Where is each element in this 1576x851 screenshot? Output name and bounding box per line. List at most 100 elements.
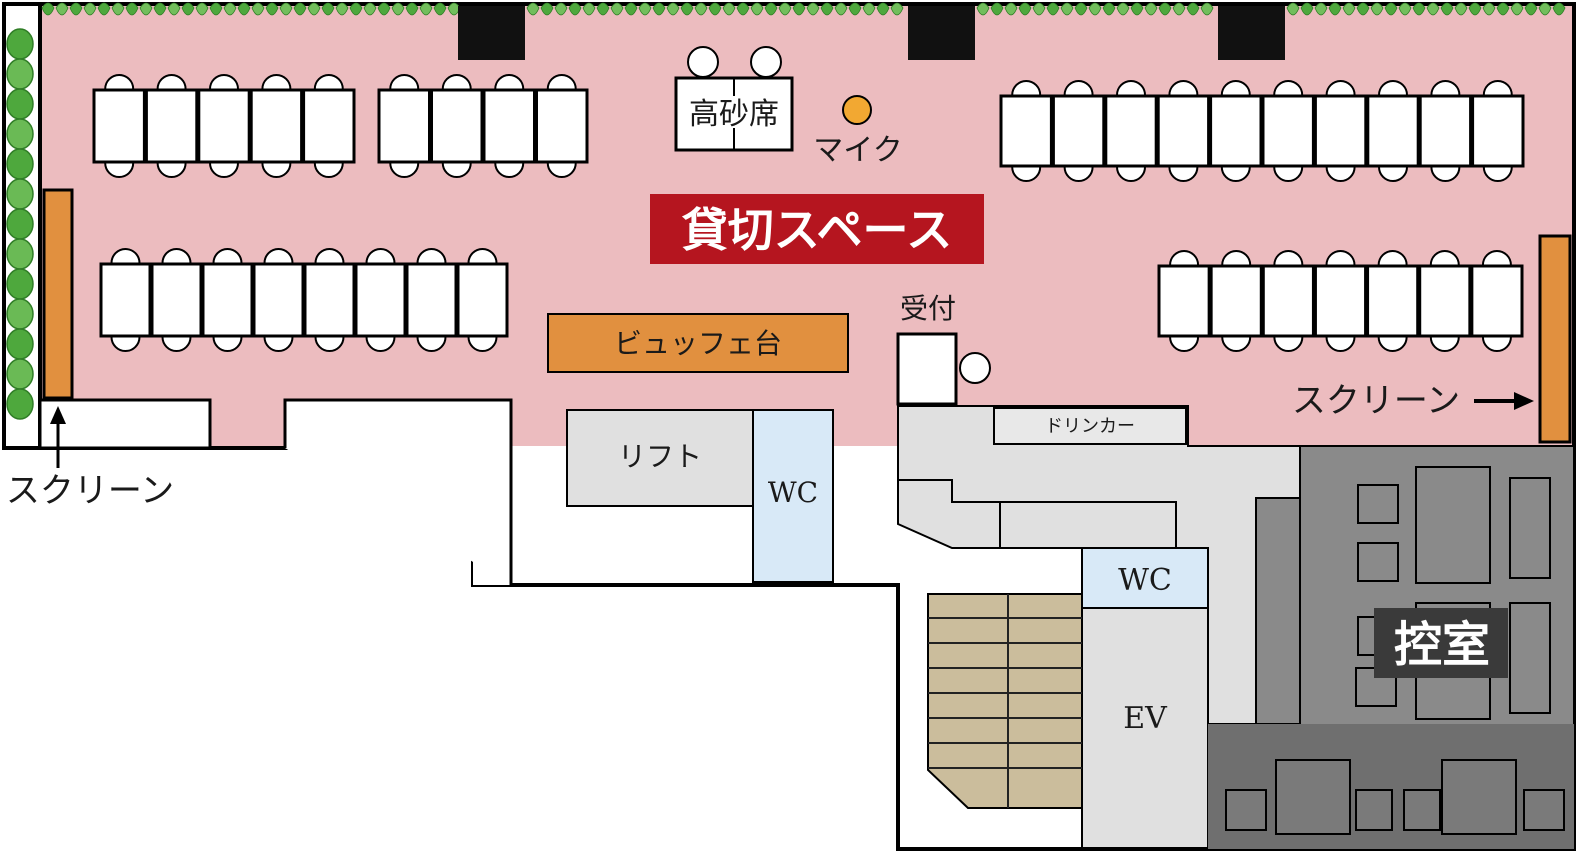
table-segment [1366, 264, 1420, 338]
rental-space-banner [650, 194, 984, 264]
hedge-leaf [1074, 2, 1088, 16]
hedge-leaf [111, 2, 125, 16]
hedge-leaf [834, 2, 848, 16]
hedge-leaf [1328, 2, 1342, 16]
hedge-leaf [652, 2, 666, 16]
rental-space-title: 貸切スペース [682, 203, 952, 257]
hedge-leaf [125, 2, 139, 16]
hedge-leaf [806, 2, 820, 16]
hedge-leaf [335, 2, 349, 16]
hedge-leaf [1300, 2, 1314, 16]
table-segment [1156, 94, 1211, 168]
table-segment [1261, 264, 1315, 338]
hedge-leaf [167, 2, 181, 16]
mic-icon [842, 95, 872, 125]
hedge-bush [6, 358, 34, 390]
pillar [908, 6, 975, 60]
hedge-leaf [1482, 2, 1496, 16]
hedge-leaf [405, 2, 419, 16]
waiting-room: 控室 [1207, 445, 1575, 850]
arrow-up-icon [50, 406, 66, 424]
hedge-leaf [526, 2, 540, 16]
hedge-leaf [1440, 2, 1454, 16]
hedge-leaf [1524, 2, 1538, 16]
hedge-leaf [1496, 2, 1510, 16]
hedge-leaf [391, 2, 405, 16]
head-table-label: 高砂席 [689, 97, 779, 132]
table-segment [1157, 264, 1211, 338]
hedge-leaf [195, 2, 209, 16]
table-segment [456, 262, 509, 338]
hedge-leaf [293, 2, 307, 16]
hedge-leaf [708, 2, 722, 16]
table-segment [302, 88, 356, 164]
hedge-leaf [307, 2, 321, 16]
table-segment [99, 262, 152, 338]
hedge-leaf [1102, 2, 1116, 16]
table-segment [1313, 94, 1368, 168]
hedge-bush [6, 58, 34, 90]
hedge-bush [6, 298, 34, 330]
table-segment [1051, 94, 1106, 168]
seat [750, 46, 782, 78]
hedge-leaf [1116, 2, 1130, 16]
hedge-leaf [680, 2, 694, 16]
hedge-leaf [1552, 2, 1566, 16]
hedge-leaf [638, 2, 652, 16]
hedge-leaf [1130, 2, 1144, 16]
table-row [1157, 250, 1524, 352]
hedge-leaf [1370, 2, 1384, 16]
elevator [1081, 607, 1209, 849]
hedge-bush [6, 238, 34, 270]
hedge-bush [6, 28, 34, 60]
table-segment [1313, 264, 1368, 338]
table-row [99, 248, 509, 352]
head-table: 高砂席 [674, 46, 794, 152]
lift-label: リフト [618, 440, 702, 473]
hedge-leaf [1468, 2, 1482, 16]
hedge-leaf [582, 2, 596, 16]
hedge-leaf [1412, 2, 1426, 16]
screen-left-label: スクリーン [6, 471, 174, 511]
hedge-leaf [1088, 2, 1102, 16]
hedge-bush [6, 118, 34, 150]
hedge-leaf [83, 2, 97, 16]
hedge-leaf [1172, 2, 1186, 16]
hedge-leaf [97, 2, 111, 16]
hedge-leaf [792, 2, 806, 16]
seat [687, 46, 719, 78]
hedge-leaf [1398, 2, 1412, 16]
hedge-leaf [1454, 2, 1468, 16]
table-segment [430, 88, 484, 164]
hedge-leaf [69, 2, 83, 16]
hedge-leaf [139, 2, 153, 16]
hedge-leaf [722, 2, 736, 16]
hedge-leaf [181, 2, 195, 16]
table-segment [377, 88, 431, 164]
table-segment [1104, 94, 1158, 168]
reception-desk [896, 332, 958, 406]
hedge-leaf [890, 2, 904, 16]
table-segment [1366, 94, 1420, 168]
hedge-leaf [41, 2, 55, 16]
wc-left-label: WC [768, 476, 818, 509]
hedge-leaf [153, 2, 167, 16]
hedge-leaf [1046, 2, 1060, 16]
hedge-leaf [694, 2, 708, 16]
screen-right-label: スクリーン [1292, 381, 1460, 421]
table-segment [1418, 264, 1472, 338]
table-segment [92, 88, 146, 164]
hedge-leaf [1200, 2, 1214, 16]
table-segment [249, 88, 304, 164]
hedge-leaf [820, 2, 834, 16]
hedge-left [6, 28, 34, 420]
table-segment [1261, 94, 1315, 168]
wc-left-room [752, 409, 834, 583]
drink-cart-label: ドリンカー [1045, 416, 1135, 437]
hedge-leaf [610, 2, 624, 16]
hedge-leaf [251, 2, 265, 16]
ev-label: EV [1123, 701, 1168, 736]
hedge-leaf [554, 2, 568, 16]
table-segment [1209, 264, 1263, 338]
